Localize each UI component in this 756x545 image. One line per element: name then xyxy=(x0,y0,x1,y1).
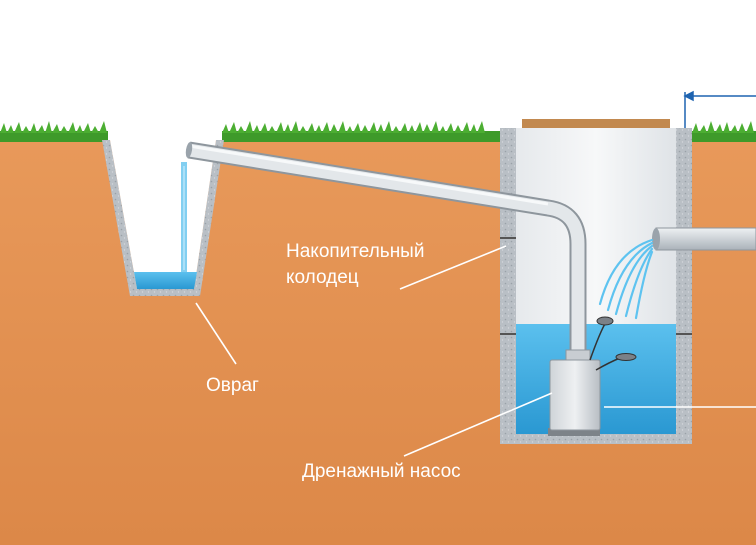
float-switch-lower xyxy=(615,353,637,361)
pump-base xyxy=(548,428,600,436)
discharge-pipe xyxy=(185,141,587,352)
ravine xyxy=(102,140,224,296)
ravine-leader-line xyxy=(195,302,237,365)
inlet-pipe xyxy=(598,227,756,320)
storage-well-label-line1: Накопительный xyxy=(286,241,425,262)
pump-leader-line xyxy=(403,392,553,457)
storage-well-label-line2: колодец xyxy=(286,266,359,288)
grass-surface xyxy=(0,121,756,142)
storage-well-label: Накопительный колодец xyxy=(286,239,424,290)
inflow-stream xyxy=(598,238,654,320)
drainage-pump-label: Дренажный насос xyxy=(302,461,461,482)
drainage-pump xyxy=(549,316,637,431)
float-switch-upper xyxy=(596,316,614,326)
ravine-water xyxy=(134,272,197,289)
ravine-label: Овраг xyxy=(206,375,259,396)
well-leader-line xyxy=(399,245,507,290)
leader-lines xyxy=(195,245,756,457)
dimension-marker xyxy=(683,90,756,128)
